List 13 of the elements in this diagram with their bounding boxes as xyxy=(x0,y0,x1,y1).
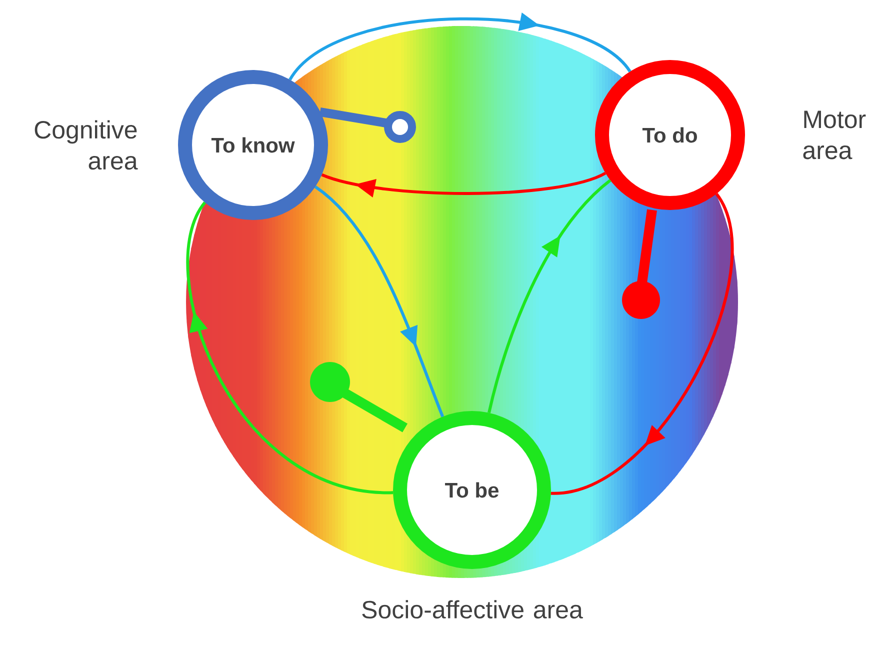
arrow xyxy=(550,193,734,495)
arrow xyxy=(321,172,606,198)
arrow xyxy=(288,12,632,81)
arrow xyxy=(314,186,444,418)
ring-node: To do xyxy=(595,60,745,319)
arrow xyxy=(488,179,612,414)
area-label: Cognitive area xyxy=(34,120,138,170)
area-label: Socio-affective area xyxy=(362,600,583,619)
arrow xyxy=(186,202,394,494)
ring-node: To know xyxy=(178,70,416,220)
area-label: Motor area xyxy=(803,110,866,160)
node-label: To do xyxy=(642,127,697,143)
ring-node: To be xyxy=(310,362,551,569)
